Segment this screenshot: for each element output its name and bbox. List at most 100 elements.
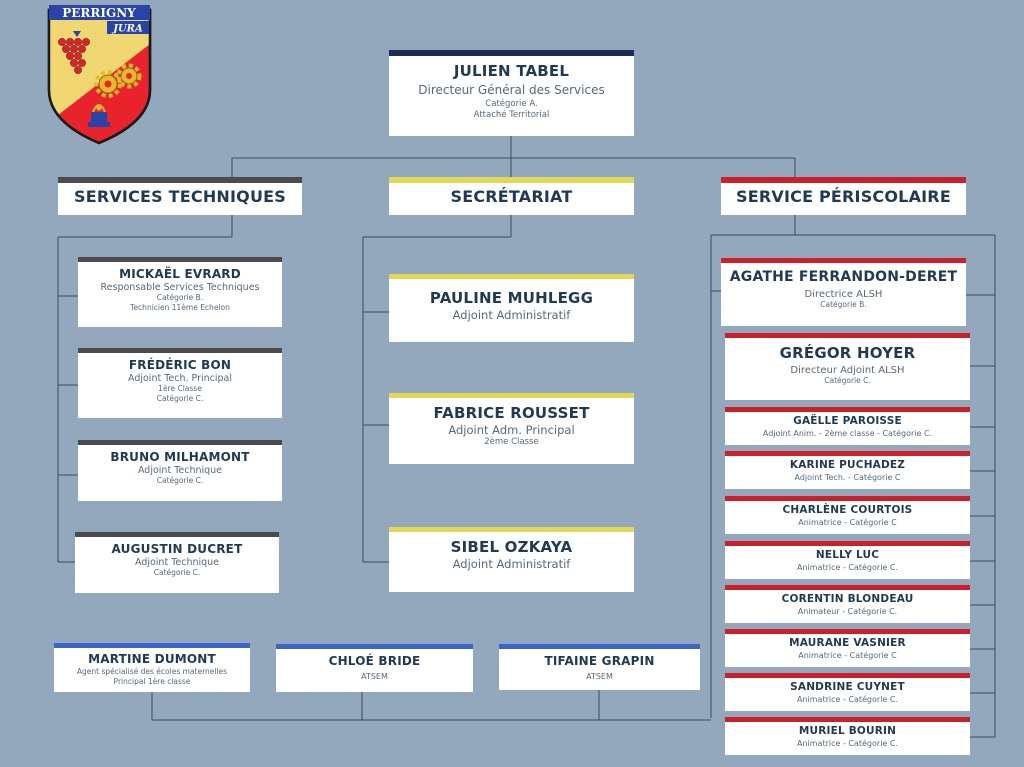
staff-detail: 1ère Classe [158, 384, 202, 393]
staff-name: SIBEL OZKAYA [450, 538, 573, 556]
director-role: Directeur Général des Services [418, 83, 605, 97]
staff-card: GAËLLE PAROISSE Adjoint Anim. - 2ème cla… [725, 407, 970, 445]
staff-name: FRÉDÉRIC BON [128, 358, 232, 372]
staff-card: PAULINE MUHLEGG Adjoint Administratif [389, 274, 634, 342]
staff-card: CHARLÈNE COURTOIS Animatrice - Catégorie… [725, 496, 970, 534]
director-color-bar [389, 50, 634, 56]
director-grade: Attaché Territorial [473, 110, 550, 120]
staff-name: KARINE PUCHADEZ [789, 459, 906, 471]
staff-detail: Catégorie C. [153, 568, 201, 577]
staff-role: Adjoint Administratif [452, 308, 571, 322]
department-color-bar [721, 177, 966, 183]
staff-role: Adjoint Technique [134, 557, 220, 568]
staff-color-bar [499, 644, 700, 649]
perrigny-jura-crest: PERRIGNY JURA [47, 5, 152, 145]
staff-role: Animatrice - Catégorie C. [796, 739, 899, 748]
staff-role: Animatrice - Catégorie C [798, 518, 897, 527]
staff-name: GAËLLE PAROISSE [793, 415, 902, 427]
staff-color-bar [389, 393, 634, 398]
staff-card: NELLY LUC Animatrice - Catégorie C. [725, 541, 970, 579]
staff-role: Animateur - Catégorie C. [797, 607, 898, 616]
staff-role: Adjoint Technique [137, 465, 223, 476]
staff-role: Adjoint Administratif [452, 557, 571, 571]
staff-color-bar [75, 532, 279, 537]
staff-card: MAURANE VASNIER Animatrice - Catégorie C [725, 629, 970, 667]
staff-role: ATSEM [586, 672, 613, 681]
staff-name: TIFAINE GRAPIN [544, 654, 655, 668]
department-periscolaire: SERVICE PÉRISCOLAIRE [721, 177, 966, 215]
staff-role: Adjoint Anim. - 2ème classe - Catégorie … [762, 429, 933, 438]
staff-color-bar [725, 496, 970, 501]
staff-card: BRUNO MILHAMONT Adjoint Technique Catégo… [78, 440, 282, 501]
staff-role: Responsable Services Techniques [100, 282, 260, 293]
staff-name: CORENTIN BLONDEAU [781, 593, 914, 605]
department-title: SERVICES TECHNIQUES [73, 187, 287, 206]
staff-card: CORENTIN BLONDEAU Animateur - Catégorie … [725, 585, 970, 623]
staff-detail: Catégorie C. [156, 476, 204, 485]
staff-color-bar [725, 541, 970, 546]
staff-role: Adjoint Adm. Principal [448, 423, 575, 437]
staff-detail: Catégorie B. [156, 293, 204, 302]
staff-name: BRUNO MILHAMONT [110, 450, 250, 464]
staff-role: Directeur Adjoint ALSH [790, 365, 905, 376]
logo-subtitle: JURA [111, 24, 143, 35]
staff-name: PAULINE MUHLEGG [429, 289, 594, 307]
fountain-icon [88, 104, 110, 127]
gear-icon [94, 70, 122, 98]
staff-card: MURIEL BOURIN Animatrice - Catégorie C. [725, 717, 970, 755]
logo-title: PERRIGNY [62, 6, 136, 20]
staff-card: KARINE PUCHADEZ Adjoint Tech. - Catégori… [725, 451, 970, 489]
director-name: JULIEN TABEL [453, 62, 570, 80]
director-card: JULIEN TABEL Directeur Général des Servi… [389, 50, 634, 136]
staff-card: SIBEL OZKAYA Adjoint Administratif [389, 527, 634, 592]
staff-name: CHLOÉ BRIDE [328, 654, 421, 668]
staff-card: FABRICE ROUSSET Adjoint Adm. Principal 2… [389, 393, 634, 464]
gear-icon [116, 63, 142, 89]
staff-detail: Principal 1ère classe [113, 677, 191, 686]
staff-role: Animatrice - Catégorie C [798, 651, 897, 660]
department-title: SECRÉTARIAT [450, 187, 573, 206]
staff-name: MICKAËL EVRARD [119, 267, 241, 281]
staff-name: MARTINE DUMONT [88, 652, 216, 666]
staff-color-bar [725, 717, 970, 722]
staff-name: MAURANE VASNIER [789, 637, 906, 649]
staff-role: Agent spécialisé des écoles maternelles [76, 667, 228, 676]
staff-card: MARTINE DUMONT Agent spécialisé des écol… [54, 643, 250, 692]
staff-name: AGATHE FERRANDON-DERET [729, 269, 958, 285]
staff-color-bar [78, 348, 282, 353]
staff-name: GRÉGOR HOYER [779, 344, 916, 362]
staff-card: GRÉGOR HOYER Directeur Adjoint ALSH Caté… [725, 333, 970, 400]
staff-role: Directrice ALSH [804, 289, 883, 300]
staff-name: MURIEL BOURIN [798, 725, 897, 737]
staff-card: SANDRINE CUYNET Animatrice - Catégorie C… [725, 673, 970, 711]
staff-color-bar [721, 258, 966, 263]
grape-cluster-icon [58, 31, 90, 74]
staff-color-bar [725, 629, 970, 634]
staff-card: FRÉDÉRIC BON Adjoint Tech. Principal 1èr… [78, 348, 282, 418]
staff-color-bar [389, 527, 634, 532]
staff-detail: Technicien 11ème Echelon [130, 303, 230, 312]
staff-card: MICKAËL EVRARD Responsable Services Tech… [78, 257, 282, 327]
director-category: Catégorie A. [485, 99, 538, 109]
staff-card: AUGUSTIN DUCRET Adjoint Technique Catégo… [75, 532, 279, 593]
staff-name: AUGUSTIN DUCRET [111, 542, 243, 556]
staff-color-bar [725, 673, 970, 678]
staff-role: Adjoint Tech. - Catégorie C [794, 473, 901, 482]
staff-color-bar [725, 333, 970, 338]
staff-role: Animatrice - Catégorie C. [796, 563, 899, 572]
staff-detail: Catégorie B. [820, 300, 867, 309]
staff-role: Adjoint Tech. Principal [127, 373, 233, 384]
staff-role: Animatrice - Catégorie C. [796, 695, 899, 704]
staff-detail: Catégorie C. [824, 376, 871, 385]
staff-color-bar [389, 274, 634, 279]
staff-detail: 2ème Classe [484, 437, 539, 447]
staff-name: SANDRINE CUYNET [790, 681, 905, 693]
department-technical: SERVICES TECHNIQUES [58, 177, 302, 215]
staff-card: TIFAINE GRAPIN ATSEM [499, 644, 700, 690]
department-color-bar [389, 177, 634, 183]
staff-role: ATSEM [361, 672, 388, 681]
staff-card: CHLOÉ BRIDE ATSEM [276, 644, 473, 692]
staff-color-bar [78, 440, 282, 445]
staff-color-bar [725, 585, 970, 590]
